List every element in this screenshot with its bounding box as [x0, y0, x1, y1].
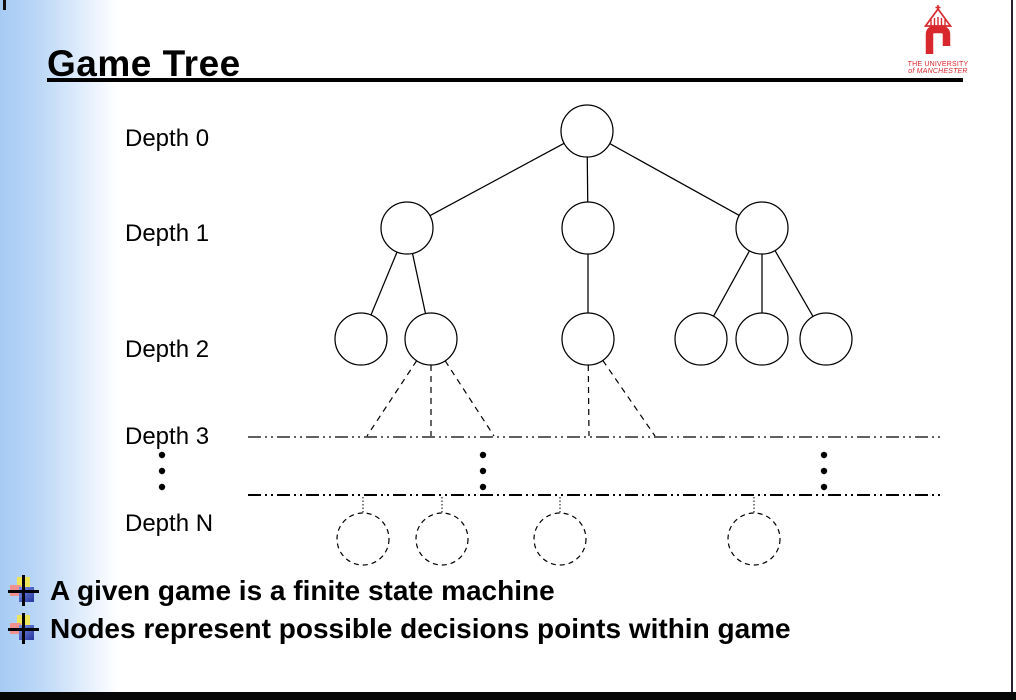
tree-node [334, 312, 388, 366]
university-logo: THE UNIVERSITY of MANCHESTER [903, 5, 973, 75]
tree-node [380, 201, 434, 255]
tree-node [404, 312, 458, 366]
university-logo-text: THE UNIVERSITY of MANCHESTER [903, 61, 973, 75]
depth-label: Depth 3 [125, 423, 210, 450]
tree-node [561, 312, 615, 366]
ghost-node [727, 512, 781, 566]
ellipsis-dot [479, 451, 487, 459]
ellipsis-dot [158, 451, 166, 459]
right-border [1011, 0, 1013, 700]
tree-node [674, 312, 728, 366]
depth-label: Depth 0 [125, 125, 210, 152]
ellipsis-dot [479, 483, 487, 491]
tree-edge [609, 143, 740, 216]
tree-edge [429, 142, 565, 217]
depth-label: Depth N [125, 510, 214, 537]
bullet-marker-icon [8, 613, 42, 645]
tree-node [560, 104, 614, 158]
tree-node [735, 201, 789, 255]
depth-label: Depth 1 [125, 220, 210, 247]
page-title: Game Tree [47, 43, 241, 84]
tree-edge [712, 250, 751, 317]
logo-line2: of MANCHESTER [908, 68, 968, 75]
ellipsis-dot [479, 467, 487, 475]
depth-label: Depth 2 [125, 336, 210, 363]
title-underline [47, 78, 963, 82]
tree-edge [370, 251, 398, 316]
ellipsis-dot [820, 483, 828, 491]
tree-dashed-edge [587, 364, 590, 437]
ellipsis-dot [820, 467, 828, 475]
ellipsis-dot [820, 451, 828, 459]
tree-node [799, 312, 853, 366]
tree-dashed-edge [444, 360, 495, 437]
ellipsis-dot [158, 467, 166, 475]
ghost-node [533, 512, 587, 566]
tree-dashed-edge [602, 360, 656, 437]
bullet-item: A given game is a finite state machine [8, 572, 998, 610]
university-logo-icon [923, 5, 953, 54]
tree-dashed-edge [366, 360, 418, 437]
bullet-marker-icon [8, 575, 42, 607]
logo-line1: THE UNIVERSITY [907, 61, 969, 68]
ellipsis-dot [158, 483, 166, 491]
bullet-text: A given game is a finite state machine [50, 575, 555, 606]
tree-edge [411, 253, 427, 314]
bottom-bar [0, 692, 1016, 700]
bullet-item: Nodes represent possible decisions point… [8, 610, 998, 648]
corner-tick [3, 0, 6, 10]
bullet-text: Nodes represent possible decisions point… [50, 613, 791, 644]
tree-node [735, 312, 789, 366]
ghost-node [415, 512, 469, 566]
tree-edge [774, 250, 814, 317]
ghost-node [336, 512, 390, 566]
tree-node [561, 201, 615, 255]
